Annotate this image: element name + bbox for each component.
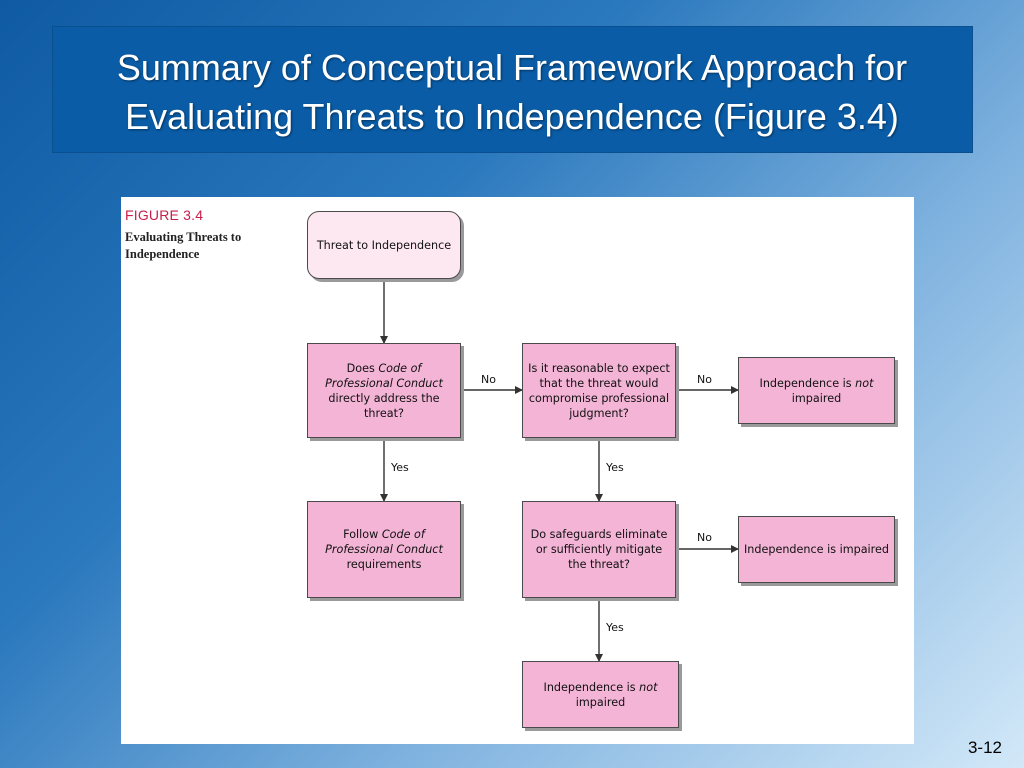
node-label-text: Independence is <box>759 376 856 390</box>
node-label: Do safeguards eliminate or sufficiently … <box>527 527 671 572</box>
node-label: Independence is not impaired <box>527 680 674 710</box>
node-label-text: Independence is impaired <box>743 543 890 556</box>
node-label: Follow Code of Professional Conduct requ… <box>312 527 456 572</box>
title-bar <box>52 26 973 153</box>
node-label-text: Follow <box>343 528 382 541</box>
edge-label-no: No <box>697 373 712 386</box>
node-label: Is it reasonable to expect that the thre… <box>527 361 671 421</box>
node-independence-not-impaired-top: Independence is not impaired <box>738 357 895 424</box>
node-label-text: Does <box>346 361 379 375</box>
slide-title-line-2: Evaluating Threats to Independence (Figu… <box>125 96 899 137</box>
node-label-text: requirements <box>346 558 422 571</box>
figure-caption: Evaluating Threats to Independence <box>125 230 242 261</box>
node-label-italic: Code of Professional Conduct <box>325 528 443 556</box>
node-label-text: impaired <box>791 391 842 405</box>
node-label-italic: not <box>639 680 658 694</box>
edge-label-no: No <box>697 531 712 544</box>
node-label-text: Is it reasonable to expect that the thre… <box>528 361 670 420</box>
node-do-safeguards-mitigate: Do safeguards eliminate or sufficiently … <box>522 501 676 598</box>
node-threat-to-independence: Threat to Independence <box>307 211 461 279</box>
node-label: Independence is not impaired <box>743 376 890 406</box>
node-label-text: impaired <box>575 695 626 709</box>
node-label-text: Do safeguards eliminate or sufficiently … <box>530 528 668 571</box>
edge-label-no: No <box>481 373 496 386</box>
node-label: Independence is impaired <box>744 542 889 557</box>
flowchart-connectors <box>380 279 739 662</box>
slide-title-line-1: Summary of Conceptual Framework Approach… <box>116 47 908 88</box>
figure-label: FIGURE 3.4 <box>125 207 204 223</box>
edge-label-yes: Yes <box>391 461 409 474</box>
node-label-text: Threat to Independence <box>316 238 452 252</box>
node-label-text: Independence is <box>543 680 640 694</box>
node-independence-impaired: Independence is impaired <box>738 516 895 583</box>
node-label-italic: Code of Professional Conduct <box>325 361 443 390</box>
node-label: Threat to Independence <box>317 238 451 253</box>
node-label: Does Code of Professional Conduct direct… <box>312 361 456 421</box>
node-independence-not-impaired-bottom: Independence is not impaired <box>522 661 679 728</box>
node-follow-code-requirements: Follow Code of Professional Conduct requ… <box>307 501 461 598</box>
edge-label-yes: Yes <box>606 621 624 634</box>
node-label-text: directly address the threat? <box>328 391 440 420</box>
node-label-italic: not <box>855 376 874 390</box>
node-is-it-reasonable: Is it reasonable to expect that the thre… <box>522 343 676 438</box>
node-does-code-address-threat: Does Code of Professional Conduct direct… <box>307 343 461 438</box>
page-number: 3-12 <box>967 738 1002 757</box>
figure-panel: FIGURE 3.4 Evaluating Threats to Indepen… <box>121 197 914 744</box>
edge-label-yes: Yes <box>606 461 624 474</box>
